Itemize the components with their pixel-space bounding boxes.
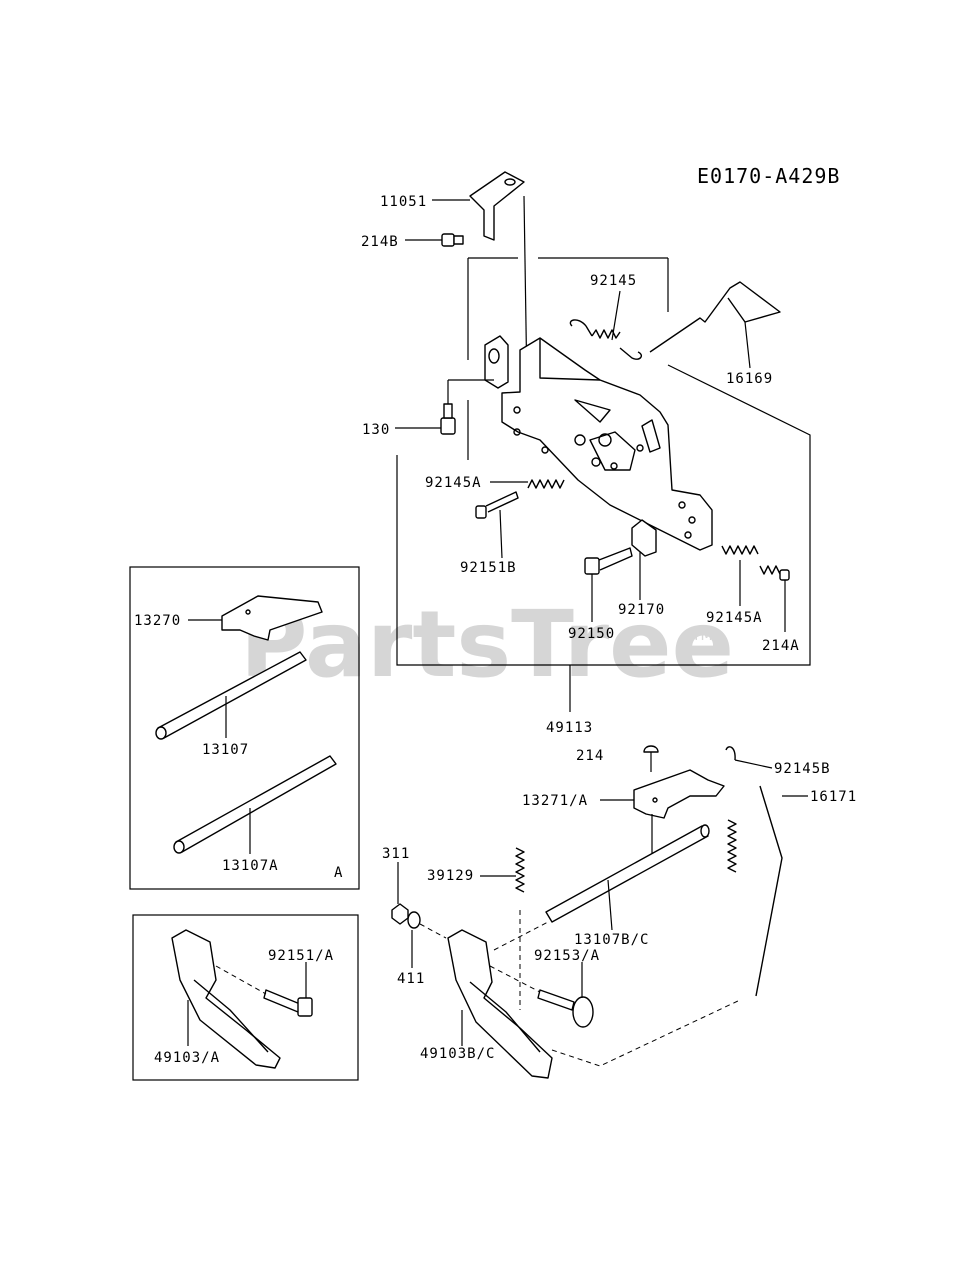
label-16169: 16169 xyxy=(726,371,773,387)
part-13271A-plate xyxy=(600,769,725,860)
label-49103BC: 49103B/C xyxy=(420,1046,495,1062)
part-92150-bolt xyxy=(584,547,633,622)
label-13107A: 13107A xyxy=(222,858,279,874)
label-92145B: 92145B xyxy=(774,761,831,777)
label-13107: 13107 xyxy=(202,742,249,758)
part-311-nut xyxy=(391,862,409,925)
assembly-bracket-49113 xyxy=(396,257,811,712)
label-92150: 92150 xyxy=(568,626,615,642)
label-92145: 92145 xyxy=(590,273,637,289)
label-92170: 92170 xyxy=(618,602,665,618)
diagram-code: E0170-A429B xyxy=(697,164,840,188)
label-214: 214 xyxy=(576,748,604,764)
part-16169-link xyxy=(649,281,781,369)
part-13107BC-shaft xyxy=(545,824,710,931)
part-130-bolt xyxy=(395,403,456,435)
label-214A: 214A xyxy=(762,638,800,654)
label-92151A: 92151/A xyxy=(268,948,334,964)
part-92145A-spring-right xyxy=(721,545,759,606)
watermark: PartsTree xyxy=(240,591,734,698)
part-411-washer xyxy=(407,911,447,968)
label-214B: 214B xyxy=(361,234,399,250)
part-92151B-screw xyxy=(475,491,519,559)
watermark-trademark: TM xyxy=(691,628,713,644)
part-39129-spring xyxy=(480,847,525,1010)
label-411: 411 xyxy=(397,971,425,987)
label-39129: 39129 xyxy=(427,868,474,884)
part-13107A-shaft xyxy=(173,755,337,854)
label-16171: 16171 xyxy=(810,789,857,805)
part-214-screw xyxy=(643,745,659,772)
inset-box-49103 xyxy=(132,914,359,1081)
part-13107-shaft xyxy=(155,651,307,740)
label-311: 311 xyxy=(382,846,410,862)
label-inset-A: A xyxy=(334,865,343,881)
label-11051: 11051 xyxy=(380,194,427,210)
part-92153A-pin xyxy=(489,921,594,1028)
part-11051-bracket xyxy=(432,171,528,391)
inset-box-A xyxy=(129,566,360,890)
label-49103A: 49103/A xyxy=(154,1050,220,1066)
label-92145A-top: 92145A xyxy=(425,475,482,491)
label-13107BC: 13107B/C xyxy=(574,932,649,948)
governor-plate xyxy=(447,335,713,551)
part-92145B-spring xyxy=(725,746,773,873)
link-16171-lever xyxy=(551,999,741,1067)
label-130: 130 xyxy=(362,422,390,438)
part-92170-clip xyxy=(631,519,657,600)
label-13270: 13270 xyxy=(134,613,181,629)
part-92145A-spring-top xyxy=(490,479,565,489)
label-13271A: 13271/A xyxy=(522,793,588,809)
label-49113: 49113 xyxy=(546,720,593,736)
label-92153A: 92153/A xyxy=(534,948,600,964)
part-49103BC-lever xyxy=(447,929,553,1079)
part-214B-screw xyxy=(405,233,464,247)
part-16171-rod xyxy=(755,785,808,997)
label-92145A-right: 92145A xyxy=(706,610,763,626)
label-92151B: 92151B xyxy=(460,560,517,576)
part-49103A-lever xyxy=(171,929,281,1069)
part-92145-spring xyxy=(569,290,642,360)
part-214A-screw xyxy=(759,565,790,632)
part-92151A-bolt xyxy=(215,962,313,1017)
part-13270-plate xyxy=(188,595,323,641)
